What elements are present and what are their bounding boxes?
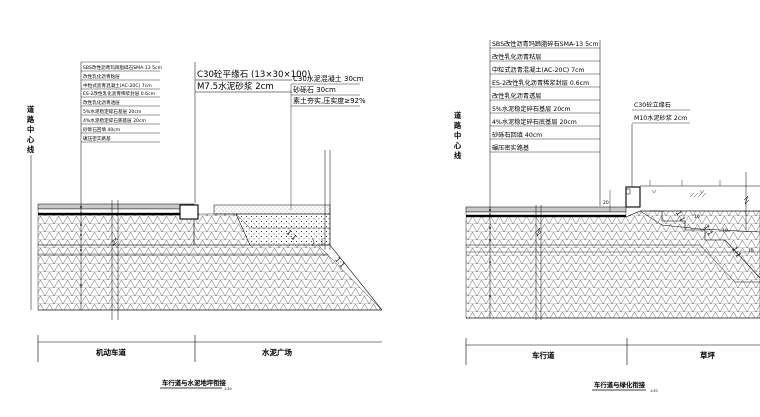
- right-step-dim-3: 10: [748, 248, 754, 254]
- left-layer-6: 5%水泥稳定碎石基层 20cm: [83, 108, 142, 115]
- left-centerline-char-2: 路: [27, 115, 35, 124]
- left-zone-2: 水泥广场: [262, 347, 292, 357]
- left-centerline-char-5: 线: [27, 145, 35, 154]
- left-curb-title: C30砼平缘石 (13×30×100): [197, 68, 310, 80]
- right-layer-6: 5%水泥稳定碎石基层 20cm: [492, 105, 571, 113]
- right-layer-5: 改性乳化沥青透层: [492, 92, 542, 100]
- left-plaza-layer-3: 素土夯实,压实度≥92%: [293, 96, 366, 105]
- left-plaza-legend: C30水泥混凝土 30cm 砂砾石 30cm 素土夯实,压实度≥92%: [290, 74, 366, 210]
- left-layer-5: 改性乳化沥青透层: [83, 99, 120, 106]
- left-leader-dots: [80, 206, 82, 286]
- left-layer-legend: SBS改性沥青玛蹄脂碎石SMA-13 5cm 改性乳化沥青粘层 中粒式沥青混凝土…: [81, 61, 163, 143]
- right-layer-1: SBS改性沥青玛蹄脂碎石SMA-13 5cm: [492, 40, 598, 48]
- left-centerline-char-4: 心: [27, 135, 35, 144]
- left-centerline-char-1: 道: [27, 105, 35, 114]
- right-grass-surface: [640, 172, 760, 230]
- left-layer-2: 改性乳化沥青粘层: [83, 73, 120, 80]
- left-centerline-char-3: 中: [27, 125, 34, 134]
- right-step-dim-2: 10: [722, 228, 728, 234]
- right-layer-4: ES-2改性乳化沥青稀浆封层 0.6cm: [492, 79, 589, 87]
- right-zone-2: 草坪: [700, 350, 715, 360]
- right-layer-7: 4%水泥稳定碎石底基层 20cm: [492, 118, 577, 126]
- right-curb-title: C30砼立缘石: [634, 101, 671, 109]
- right-layer-9: 碾压密实路基: [492, 144, 529, 152]
- right-step-dim-1: 10: [694, 214, 700, 220]
- left-layer-9: 碾压密实路基: [83, 135, 111, 142]
- right-curb: [625, 186, 641, 208]
- right-layer-legend: SBS改性沥青玛蹄脂碎石SMA-13 5cm 改性乳化沥青粘层 中粒式沥青混凝土…: [490, 40, 600, 153]
- right-leader-dots: [489, 209, 491, 297]
- right-zone-1: 车行道: [532, 350, 555, 360]
- right-section: 20 道 路 中 心 线 SBS改性沥青玛蹄脂碎石SMA-13 5c: [454, 40, 760, 393]
- right-centerline-char-2: 路: [454, 121, 462, 130]
- right-layer-8: 砂砾石回填 40cm: [492, 131, 542, 139]
- left-plaza-layer-2: 砂砾石 30cm: [293, 85, 336, 94]
- right-centerline-char-3: 中: [454, 131, 461, 140]
- left-section: 道 路 中 心 线 SBS改性沥青玛蹄脂碎石SMA-13 5cm 改性乳化沥青粘…: [27, 61, 383, 391]
- left-layer-3: 中粒式沥青混凝土(AC-20C) 7cm: [83, 82, 152, 89]
- left-scale: 1:30: [224, 387, 232, 391]
- right-caption: 车行道与绿化衔接: [594, 380, 646, 389]
- left-layer-7: 4%水泥稳定碎石底基层 20cm: [83, 117, 146, 124]
- left-layer-1: SBS改性沥青玛蹄脂碎石SMA-13 5cm: [83, 64, 163, 71]
- left-curb-mortar: M7.5水泥砂浆 2cm: [197, 80, 274, 92]
- left-plaza-layer-1: C30水泥混凝土 30cm: [293, 74, 364, 83]
- right-layer-3: 中粒式沥青混凝土(AC-20C) 7cm: [492, 66, 585, 74]
- left-layer-8: 砂砾石回填 40cm: [83, 126, 121, 133]
- right-centerline-char-4: 心: [454, 141, 462, 150]
- left-zone-1: 机动车道: [96, 347, 126, 357]
- left-pavement-structure: [37, 203, 383, 311]
- right-centerline-char-1: 道: [454, 111, 462, 120]
- right-centerline-char-5: 线: [454, 151, 462, 160]
- right-scale: 1:50: [650, 389, 658, 393]
- left-layer-4: ES-2改性乳化沥青稀浆封层 0.6cm: [83, 90, 156, 97]
- right-layer-2: 改性乳化沥青粘层: [492, 53, 542, 61]
- right-curb-mortar: M10水泥砂浆 2cm: [634, 114, 687, 122]
- left-curb: [179, 204, 199, 220]
- left-caption: 车行道与水泥地坪衔接: [162, 378, 227, 387]
- right-pavement-structure: [465, 206, 760, 319]
- right-dim-label: 20: [603, 200, 609, 206]
